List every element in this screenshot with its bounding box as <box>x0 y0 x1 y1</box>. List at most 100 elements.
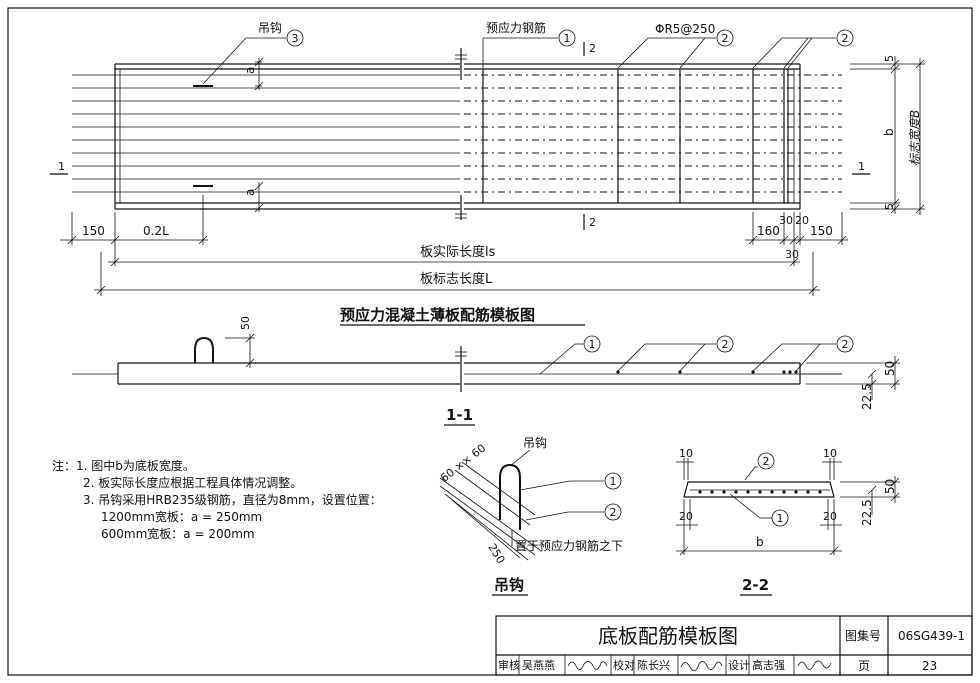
note-line-2: 2. 板实际长度应根据工程具体情况调整。 <box>83 475 302 490</box>
sec22-dim-20-left: 20 <box>679 510 693 523</box>
transverse-rebars <box>482 69 789 203</box>
elev-dim-50: 50 <box>883 361 897 376</box>
elev-callout-2-b <box>836 335 854 353</box>
sec22-callout-2 <box>757 452 775 470</box>
dim-5-top: 5 <box>883 55 896 62</box>
sec22-dim-50: 50 <box>883 479 897 494</box>
elev-callout-2-a-num: 2 <box>722 338 729 351</box>
elev-callout-1 <box>583 335 601 353</box>
rebar-dot <box>782 370 786 374</box>
callout-2-b <box>836 29 854 47</box>
plan-title: 预应力混凝土薄板配筋模板图 <box>340 306 535 324</box>
hook-detail-title: 吊钩 <box>494 576 524 594</box>
sec22-callout-1 <box>771 509 789 527</box>
break-mark-top <box>455 48 467 80</box>
hook-callout-1 <box>604 472 622 490</box>
reviewer-signature <box>567 661 608 670</box>
sec22-dim-b: b <box>756 535 764 549</box>
hook-detail-loop <box>499 463 521 530</box>
section-2-2-title: 2-2 <box>742 576 769 594</box>
drawing-title: 底板配筋模板图 <box>598 624 738 648</box>
sec22-callout-1-num: 1 <box>777 512 784 525</box>
rebar-dot <box>678 370 682 374</box>
callout-2-a <box>716 29 734 47</box>
note-line-5: 600mm宽板：a = 200mm <box>101 526 255 541</box>
sec22-dim-10-left: 10 <box>679 447 693 460</box>
sec22-dim-22-5: 22.5 <box>860 499 874 526</box>
elev-dim-22-5: 22.5 <box>860 383 874 410</box>
check-label: 校对 <box>613 658 635 672</box>
rebar-dot <box>794 370 798 374</box>
prestress-strands <box>72 74 842 193</box>
section-1-left: 1 <box>58 160 65 173</box>
section-2-top: 2 <box>589 42 596 55</box>
notes: 注：1. 图中b为底板宽度。 2. 板实际长度应根据工程具体情况调整。 3. 吊… <box>52 458 382 541</box>
section-1-right: 1 <box>858 160 865 173</box>
dim-150-left: 150 <box>82 224 105 238</box>
section-1-1: 50 1 2 2 50 22.5 1-1 <box>72 316 900 426</box>
nominal-length: 板标志长度L <box>420 271 493 287</box>
note-line-3: 3. 吊钩采用HRB235级钢筋，直径为8mm，设置位置： <box>83 492 382 507</box>
checker-signature <box>680 661 723 672</box>
hook-detail-note: 置于预应力钢筋之下 <box>515 538 623 553</box>
hook-detail-dims: 60 ×× 60 <box>438 442 488 485</box>
callout-1-num: 1 <box>564 32 571 45</box>
dim-a-top: a <box>243 67 257 74</box>
sec22-callout-2-num: 2 <box>763 455 770 468</box>
section-2-2: 10 10 2 1 20 20 b 50 22.5 2-2 <box>676 447 900 596</box>
note-line-1: 注：1. 图中b为底板宽度。 <box>52 458 195 473</box>
elev-callout-1-num: 1 <box>589 338 596 351</box>
hook-detail: 60 ×× 60 250 吊钩 1 2 置于预应力钢筋之下 吊钩 <box>438 436 623 596</box>
section-2-bottom: 2 <box>589 216 596 229</box>
sec22-dim-20-right: 20 <box>823 510 837 523</box>
hook-callout-2-num: 2 <box>610 506 617 519</box>
dim-20: 20 <box>795 214 809 227</box>
spacing-label: ΦR5@250 <box>655 22 715 36</box>
hook-loop <box>194 336 214 363</box>
atlas-number: 06SG439-1 <box>898 629 965 643</box>
reviewer-name: 吴燕燕 <box>522 659 555 672</box>
designer-signature <box>797 660 832 670</box>
checker-name: 陈长兴 <box>637 658 670 672</box>
title-block: 底板配筋模板图 图集号 06SG439-1 审核 吴燕燕 校对 陈长兴 设计 高… <box>495 615 973 676</box>
design-label: 设计 <box>728 659 750 672</box>
section-1-1-title: 1-1 <box>446 406 473 424</box>
break-mark-bottom <box>455 195 467 220</box>
section-2-2-outline <box>683 481 835 498</box>
dim-b-plan: b <box>882 128 896 136</box>
page-label: 页 <box>858 659 870 673</box>
hook-label: 吊钩 <box>258 21 282 35</box>
hook-callout-1-num: 1 <box>610 475 617 488</box>
page-number: 23 <box>922 659 937 673</box>
dim-30-a: 30 <box>779 214 793 227</box>
dim-02L: 0.2L <box>143 224 169 238</box>
hook-detail-label: 吊钩 <box>523 436 547 450</box>
rebar-dot <box>788 370 792 374</box>
dim-150-right: 150 <box>810 224 833 238</box>
dim-160: 160 <box>757 224 780 238</box>
atlas-label: 图集号 <box>845 628 881 643</box>
plan-view: a a 吊钩 3 预应力钢筋 1 2 2 ΦR5@250 2 <box>50 20 925 326</box>
hook-callout-2 <box>604 503 622 521</box>
actual-length: 板实际长度ls <box>420 244 496 260</box>
callout-3 <box>286 29 304 47</box>
rebar-dot <box>616 370 620 374</box>
sheet-border <box>7 7 973 676</box>
width-label: 标志宽度B <box>908 110 922 166</box>
callout-1 <box>558 29 576 47</box>
note-line-4: 1200mm宽板：a = 250mm <box>101 509 262 524</box>
elev-callout-2-a <box>716 335 734 353</box>
dim-a-bottom: a <box>243 189 257 196</box>
dim-5-bottom: 5 <box>883 203 896 210</box>
callout-3-num: 3 <box>292 32 299 45</box>
sec22-dim-10-right: 10 <box>823 447 837 460</box>
review-label: 审核 <box>498 658 520 672</box>
callout-2-a-num: 2 <box>722 32 729 45</box>
prestress-label: 预应力钢筋 <box>486 20 546 35</box>
elev-callout-2-b-num: 2 <box>842 338 849 351</box>
elev-dim-50-hook: 50 <box>239 316 252 330</box>
rebar-dot <box>751 370 755 374</box>
dim-30-b: 30 <box>785 248 799 261</box>
designer-name: 高志强 <box>752 658 785 672</box>
